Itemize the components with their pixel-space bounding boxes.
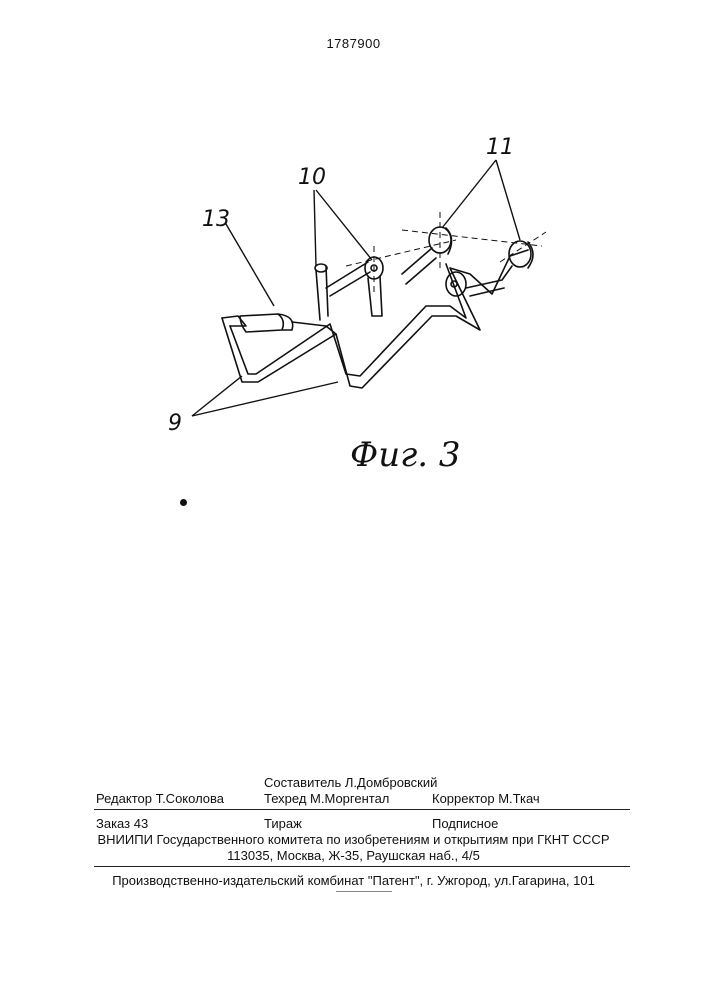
rear-rod	[466, 266, 512, 296]
imprint-circulation: Тираж	[264, 815, 302, 832]
leader-11b	[496, 160, 520, 240]
leader-10b	[316, 190, 372, 260]
wheel-10-post	[368, 276, 382, 316]
figure-3-drawing: 13 10 11 9 Фиг. 3	[150, 120, 570, 480]
axis-line-5	[500, 232, 546, 262]
axis-line-2	[402, 230, 542, 246]
post-top	[315, 264, 327, 272]
callout-10: 10	[298, 165, 326, 190]
post-left	[316, 266, 328, 320]
imprint-rule-short	[336, 891, 392, 892]
callout-13: 13	[202, 207, 230, 232]
imprint-rule-bottom	[94, 866, 630, 867]
imprint-compiler: Составитель Л.Домбровский	[264, 774, 437, 791]
imprint-publisher: Производственно-издательский комбинат "П…	[0, 872, 707, 889]
imprint-subscription: Подписное	[432, 815, 498, 832]
imprint-corrector: Корректор М.Ткач	[432, 790, 540, 807]
leader-11a	[442, 160, 496, 228]
patent-number: 1787900	[0, 36, 707, 51]
leader-10a	[314, 190, 316, 266]
imprint-order: Заказ 43	[96, 815, 148, 832]
stray-mark	[180, 499, 187, 506]
callout-9: 9	[168, 411, 182, 436]
imprint-techred: Техред М.Моргентал	[264, 790, 389, 807]
figure-caption: Фиг. 3	[350, 435, 461, 475]
leader-13	[226, 224, 274, 306]
imprint-organization: ВНИИПИ Государственного комитета по изоб…	[0, 831, 707, 848]
imprint-editor: Редактор Т.Соколова	[96, 790, 224, 807]
handle-sleeve	[240, 314, 283, 332]
imprint-address: 113035, Москва, Ж-35, Раушская наб., 4/5	[0, 847, 707, 864]
callout-11: 11	[486, 135, 514, 160]
front-arm	[402, 248, 436, 284]
frame-inner-line	[230, 264, 466, 376]
imprint-rule-top	[94, 809, 630, 810]
arm-to-wheel-10	[326, 262, 370, 296]
